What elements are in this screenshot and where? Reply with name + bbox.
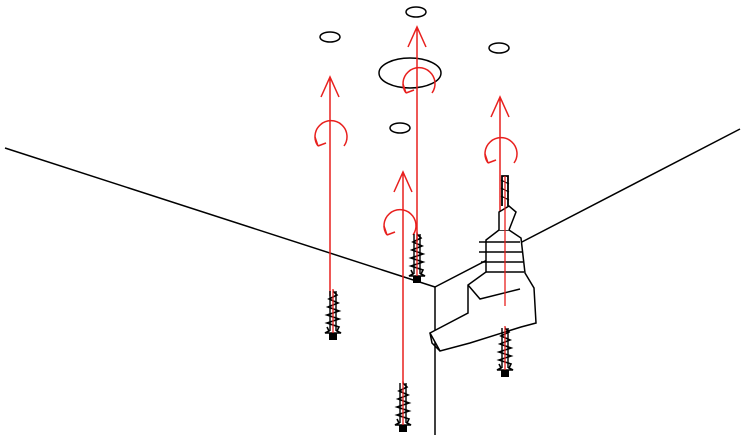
power-drill-icon (428, 175, 537, 352)
anchor-icon (324, 288, 342, 341)
ceiling-wall-lines (4, 128, 741, 435)
ceiling-holes (319, 6, 510, 134)
rotation-arrow-icon (383, 208, 417, 236)
rotation-arrow-icon (484, 136, 518, 164)
arrow-up-icon (320, 75, 340, 296)
right-ceiling-edge (434, 128, 741, 288)
rotation-arrow-icon (314, 119, 348, 147)
arrow-up-icon (407, 25, 427, 242)
rotation-arrows (314, 66, 518, 236)
hole-icon (488, 42, 510, 54)
large-hole-icon (378, 57, 442, 89)
hole-icon (405, 6, 427, 18)
anchor-icon (394, 380, 412, 433)
hole-icon (319, 31, 341, 43)
rotation-arrow-icon (402, 66, 436, 94)
hole-icon (389, 122, 411, 134)
left-ceiling-edge (4, 147, 436, 288)
anchor-icon (408, 231, 426, 284)
arrow-up-icon (393, 170, 413, 384)
